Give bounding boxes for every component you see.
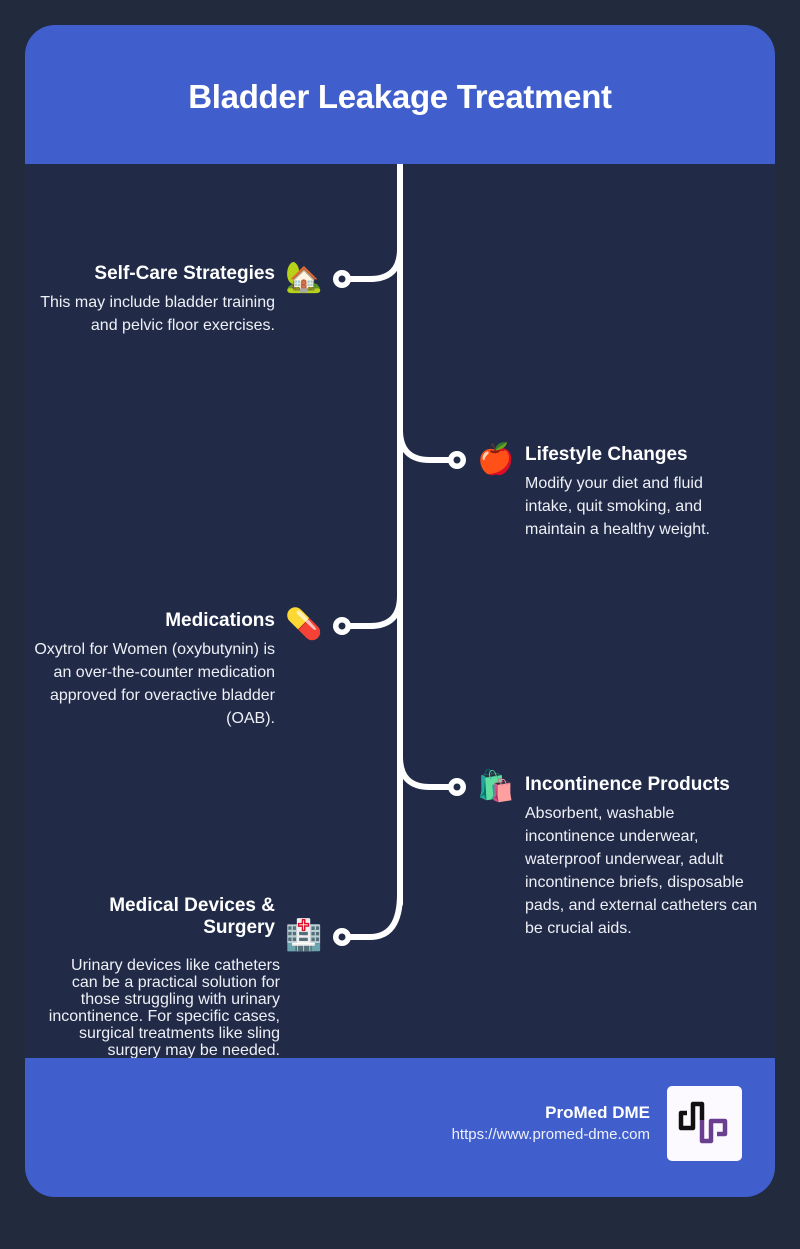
footer: ProMed DME https://www.promed-dme.com (25, 1058, 775, 1197)
pill-icon: 💊 (285, 608, 323, 641)
header: Bladder Leakage Treatment (25, 25, 775, 164)
item-description: This may include bladder training and pe… (40, 294, 275, 334)
item-title: Incontinence Products (525, 774, 730, 795)
item-description: Urinary devices like catheters can be a … (48, 957, 280, 1059)
timeline-connector (333, 164, 466, 946)
promed-logo-icon (667, 1086, 742, 1161)
item-description: Oxytrol for Women (oxybutynin) is an ove… (34, 641, 275, 727)
timeline-item-lifestyle: Lifestyle Changes Modify your diet and f… (525, 444, 740, 541)
house-with-garden-icon: 🏡 (285, 261, 323, 294)
item-title: Medical Devices & Surgery (109, 895, 275, 938)
item-title: Medications (165, 610, 275, 631)
infographic-card: Bladder Leakage Treatment (25, 25, 775, 1197)
brand-url-link[interactable]: https://www.promed-dme.com (451, 1126, 650, 1143)
item-description: Modify your diet and fluid intake, quit … (525, 475, 710, 538)
brand-name: ProMed DME (545, 1103, 650, 1122)
red-apple-icon: 🍎 (477, 443, 515, 476)
page-title: Bladder Leakage Treatment (188, 77, 612, 115)
item-description: Absorbent, washable incontinence underwe… (525, 805, 758, 937)
timeline-item-medications: Medications Oxytrol for Women (oxybutyni… (30, 610, 275, 730)
shopping-bags-icon: 🛍️ (477, 770, 515, 803)
timeline-item-products: Incontinence Products Absorbent, washabl… (525, 774, 765, 940)
hospital-icon: 🏥 (285, 919, 323, 952)
item-title: Lifestyle Changes (525, 444, 688, 465)
brand-block: ProMed DME https://www.promed-dme.com (452, 1102, 650, 1146)
timeline-item-self-care: Self-Care Strategies This may include bl… (35, 263, 275, 337)
item-title: Self-Care Strategies (94, 263, 275, 284)
timeline-item-devices-surgery: Medical Devices & Surgery Urinary device… (45, 895, 280, 1059)
timeline-section: 🏡 Self-Care Strategies This may include … (25, 164, 775, 1059)
